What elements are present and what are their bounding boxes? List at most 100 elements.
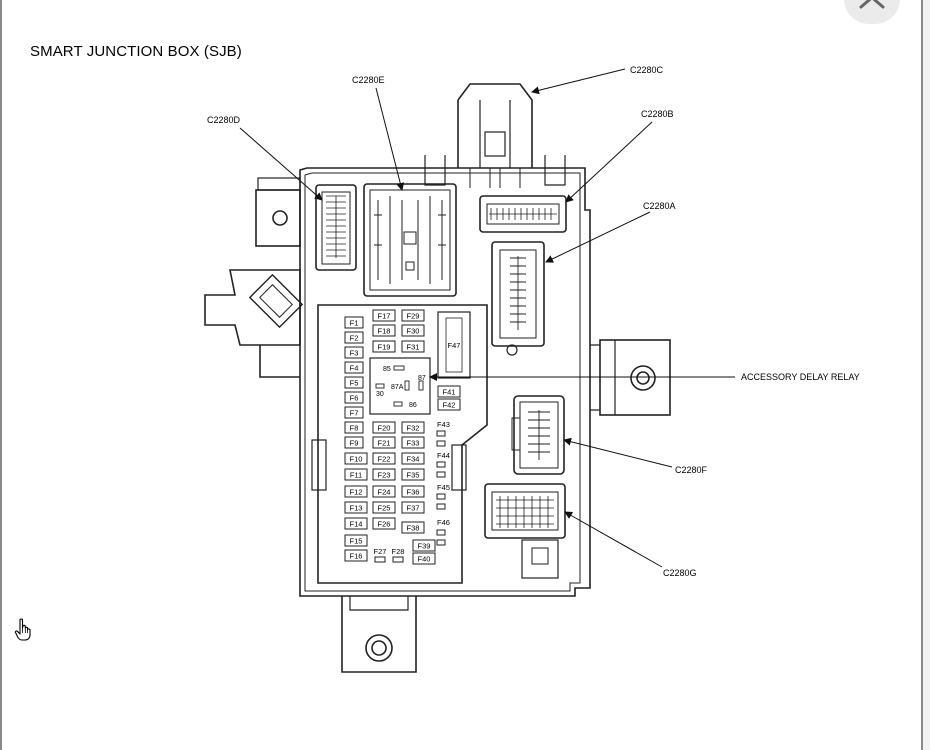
fuse-contact-f27 (374, 556, 386, 563)
fuse-label-f20: F20 (378, 424, 391, 433)
fuse-label-f8: F8 (350, 424, 359, 433)
fuse-label-f40: F40 (418, 555, 431, 564)
connector-c2280b-shape (479, 195, 567, 233)
fuse-slot-f24 (372, 485, 396, 498)
fuse-label-f23: F23 (378, 471, 391, 480)
relay-pin-86: 86 (409, 402, 417, 409)
close-button[interactable] (844, 0, 900, 24)
fuse-label-f21: F21 (378, 439, 391, 448)
fuse-label-f36: F36 (407, 488, 420, 497)
window-frame-right (921, 0, 923, 750)
label-c2280c: C2280C (630, 65, 664, 75)
sjb-body (299, 167, 591, 597)
fuse-label-f47: F47 (448, 341, 461, 350)
fuse-slot-f7 (344, 406, 364, 419)
fuse-contact-f44 (436, 471, 446, 478)
fuse-label-f24: F24 (378, 488, 391, 497)
fuse-slot-f3 (344, 346, 364, 359)
fuse-slot-f37 (401, 501, 425, 514)
connector-c2280d-shape (315, 184, 357, 271)
page-title: SMART JUNCTION BOX (SJB) (30, 43, 242, 60)
fuse-slot-f13 (344, 501, 368, 514)
fuse-label-f41: F41 (443, 388, 456, 397)
bottom-mount-ear (341, 596, 417, 673)
fuse-slot-f35 (401, 468, 425, 481)
fuse-slot-f15 (344, 534, 368, 547)
fuse-slot-f32 (401, 421, 425, 434)
window-frame-left (0, 0, 2, 750)
fuse-label-f33: F33 (407, 439, 420, 448)
label-c2280b: C2280B (641, 109, 674, 119)
fuse-label-f12: F12 (350, 488, 363, 497)
fuse-slot-f39 (412, 539, 436, 552)
fuse-label-f14: F14 (350, 520, 363, 529)
fuse-slot-f5 (344, 376, 364, 389)
left-mount-ear (255, 189, 301, 247)
label-relay: ACCESSORY DELAY RELAY (741, 372, 860, 382)
fuse-label-f5: F5 (350, 379, 359, 388)
fuse-label-f37: F37 (407, 504, 420, 513)
fuse-label-f28: F28 (392, 547, 405, 556)
fuse-slot-f11 (344, 468, 368, 481)
relay-pin-87a: 87A (391, 384, 404, 391)
connector-c2280a-shape (491, 241, 545, 347)
fuse-slot-f40 (412, 552, 436, 565)
leader-c2280a (545, 211, 651, 263)
fuse-slot-f9 (344, 436, 364, 449)
fuse-slot-f17 (372, 309, 396, 322)
fuse-label-f16: F16 (350, 552, 363, 561)
left-mount-hole (272, 210, 288, 226)
fuse-contact-f46 (436, 539, 446, 546)
fuse-label-f25: F25 (378, 504, 391, 513)
fuse-slot-f12 (344, 485, 368, 498)
fuse-label-f19: F19 (378, 343, 391, 352)
fuse-slot-f29 (401, 309, 425, 322)
leader-c2280b (565, 121, 653, 203)
fuse-slot-f33 (401, 436, 425, 449)
fuse-label-f10: F10 (350, 455, 363, 464)
leader-c2280e (375, 87, 405, 191)
fuse-slot-f36 (401, 485, 425, 498)
close-icon (859, 0, 885, 9)
fuse-label-f30: F30 (407, 327, 420, 336)
fuse-slot-f25 (372, 501, 396, 514)
fuse-label-f18: F18 (378, 327, 391, 336)
fuse-label-f11: F11 (350, 471, 362, 480)
accessory-delay-relay (369, 357, 431, 415)
fuse-label-f15: F15 (350, 537, 363, 546)
fuse-slot-f1 (344, 316, 364, 329)
fuse-contact-f45 (436, 493, 446, 500)
connector-c2280f-shape (513, 395, 565, 475)
fuse-label-f3: F3 (350, 349, 359, 358)
fuse-slot-f16 (344, 549, 368, 562)
fuse-label-f31: F31 (407, 343, 420, 352)
fuse-label-f43: F43 (437, 420, 450, 429)
fuse-label-f17: F17 (378, 312, 391, 321)
fuse-slot-f19 (372, 340, 396, 353)
fuse-slot-f10 (344, 452, 368, 465)
fuse-label-f1: F1 (350, 319, 359, 328)
fuse-slot-f31 (401, 340, 425, 353)
fuse-slot-f20 (372, 421, 396, 434)
fuse-slot-f30 (401, 324, 425, 337)
fuse-slot-f23 (372, 468, 396, 481)
leader-c2280c (531, 68, 626, 95)
leader-c2280g (564, 511, 663, 568)
hand-pointer-icon (14, 618, 31, 641)
fuse-label-f9: F9 (350, 439, 359, 448)
fuse-contact-f28 (392, 556, 404, 563)
fuse-contact-f45 (436, 503, 446, 510)
fuse-slot-f18 (372, 324, 396, 337)
fuse-label-f22: F22 (378, 455, 391, 464)
leader-c2280f (563, 437, 673, 468)
fuse-slot-f14 (344, 517, 368, 530)
fuse-slot-f41 (437, 385, 461, 398)
fuse-label-f42: F42 (443, 401, 456, 410)
fuse-label-f35: F35 (407, 471, 420, 480)
relay-pin-85: 85 (383, 366, 391, 373)
left-clip (204, 269, 301, 346)
fuse-label-f45: F45 (437, 483, 450, 492)
fuse-slot-f2 (344, 331, 364, 344)
leader-c2280d (239, 127, 323, 201)
scrollbar-track[interactable] (923, 0, 930, 750)
